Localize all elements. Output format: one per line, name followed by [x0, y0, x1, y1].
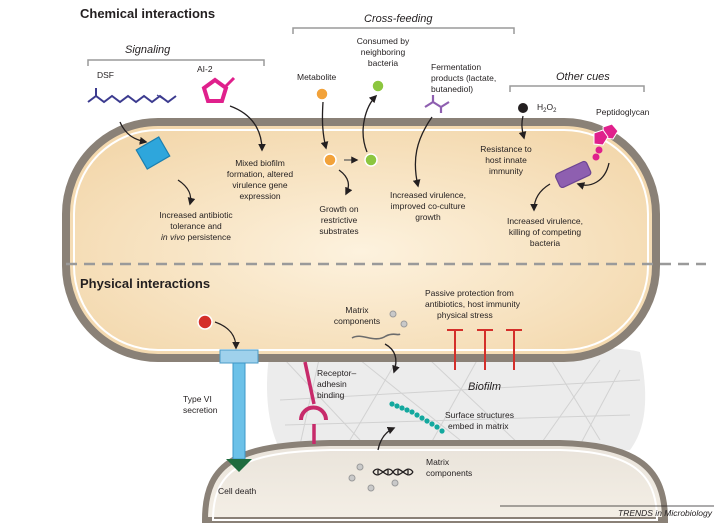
physical-interactions-heading: Physical interactions: [80, 276, 210, 291]
peptidoglycan-label: Peptidoglycan: [596, 107, 650, 117]
passive-protection-label-3: physical stress: [437, 310, 493, 320]
growth-label-1: Growth on: [319, 204, 358, 214]
cross-feeding-bracket: [292, 27, 515, 34]
tolerance-label-3: in vivo persistence: [161, 232, 231, 242]
resistance-label-3: immunity: [489, 166, 524, 176]
killing-label-3: bacteria: [530, 238, 561, 248]
growth-label-2: restrictive: [321, 215, 358, 225]
signaling-bracket: [87, 59, 265, 66]
tolerance-label-1: Increased antibiotic: [159, 210, 233, 220]
mixed-biofilm-label-2: formation, altered: [227, 169, 293, 179]
killing-label-2: killing of competing: [509, 227, 582, 237]
other-cues-bracket: [509, 85, 645, 92]
bottom-cell: [201, 440, 669, 523]
type-vi-label-1: Type VI: [183, 394, 212, 404]
fermentation-molecule-icon: [424, 95, 450, 113]
passive-protection-label-1: Passive protection from: [425, 288, 514, 298]
peptidoglycan-icon: [592, 123, 619, 161]
metabolite-label: Metabolite: [297, 72, 336, 82]
virulence-label-1: Increased virulence,: [390, 190, 466, 200]
internal-product-icon: [364, 153, 378, 167]
surface-structure-icon: [389, 401, 445, 434]
resistance-label-1: Resistance to: [480, 144, 532, 154]
virulence-label-3: growth: [415, 212, 441, 222]
receptor-label-1: Receptor–: [317, 368, 356, 378]
passive-protection-label-2: antibiotics, host immunity: [425, 299, 521, 309]
peptidoglycan-receptor-icon: [555, 160, 592, 189]
chemical-arrows: [119, 94, 610, 212]
type-vi-secretion-icon: [219, 349, 259, 472]
matrix-top-label-2: components: [334, 316, 380, 326]
chemical-interactions-heading: Chemical interactions: [80, 6, 215, 21]
dna-helix-icon: [372, 468, 414, 476]
receptor-adhesin-icon: [299, 361, 328, 444]
other-cues-label: Other cues: [556, 71, 610, 83]
dsf-molecule-icon: [87, 94, 177, 104]
surface-label-2: embed in matrix: [448, 421, 509, 431]
matrix-top-label-1: Matrix: [345, 305, 369, 315]
growth-label-3: substrates: [319, 226, 358, 236]
resistance-label-2: host innate: [485, 155, 527, 165]
receptor-label-3: binding: [317, 390, 345, 400]
main-cell: [62, 118, 660, 362]
fermentation-label-3: butanediol): [431, 84, 473, 94]
journal-credit: TRENDS in Microbiology: [618, 508, 713, 518]
receptor-label-2: adhesin: [317, 379, 347, 389]
h2o2-label: H2O2: [537, 102, 557, 114]
metabolite-icon: [315, 87, 329, 101]
consumed-label-2: neighboring: [361, 47, 406, 57]
ai2-label: AI-2: [197, 64, 213, 74]
signaling-label: Signaling: [125, 44, 171, 56]
matrix-bottom-label-2: components: [426, 468, 472, 478]
fermentation-label-2: products (lactate,: [431, 73, 496, 83]
cell-death-label: Cell death: [218, 486, 257, 496]
t6-effector-icon: [197, 314, 213, 330]
matrix-dots-bottom: [348, 463, 399, 492]
consumed-label-3: bacteria: [368, 58, 399, 68]
consumed-label-1: Consumed by: [357, 36, 410, 46]
ai2-molecule-icon: [201, 76, 236, 103]
mixed-biofilm-label-1: Mixed biofilm: [235, 158, 285, 168]
dsf-label: DSF: [97, 70, 114, 80]
virulence-label-2: improved co-culture: [391, 201, 466, 211]
cross-feeding-label: Cross-feeding: [364, 13, 433, 25]
matrix-strand-icon: [351, 333, 401, 340]
consumed-metabolite-icon: [371, 79, 385, 93]
biofilm-matrix: [267, 344, 646, 454]
internal-metabolite-icon: [323, 153, 337, 167]
type-vi-label-2: secretion: [183, 405, 218, 415]
protection-inhibition-icons: [447, 329, 522, 370]
biofilm-label: Biofilm: [468, 381, 501, 393]
mixed-biofilm-label-3: virulence gene: [232, 180, 288, 190]
tolerance-label-2: tolerance and: [170, 221, 222, 231]
matrix-bottom-label-1: Matrix: [426, 457, 450, 467]
killing-label-1: Increased virulence,: [507, 216, 583, 226]
surface-label-1: Surface structures: [445, 410, 514, 420]
mixed-biofilm-label-4: expression: [239, 191, 280, 201]
matrix-dots-top: [389, 310, 408, 328]
h2o2-icon: [518, 103, 528, 113]
fermentation-label-1: Fermentation: [431, 62, 481, 72]
